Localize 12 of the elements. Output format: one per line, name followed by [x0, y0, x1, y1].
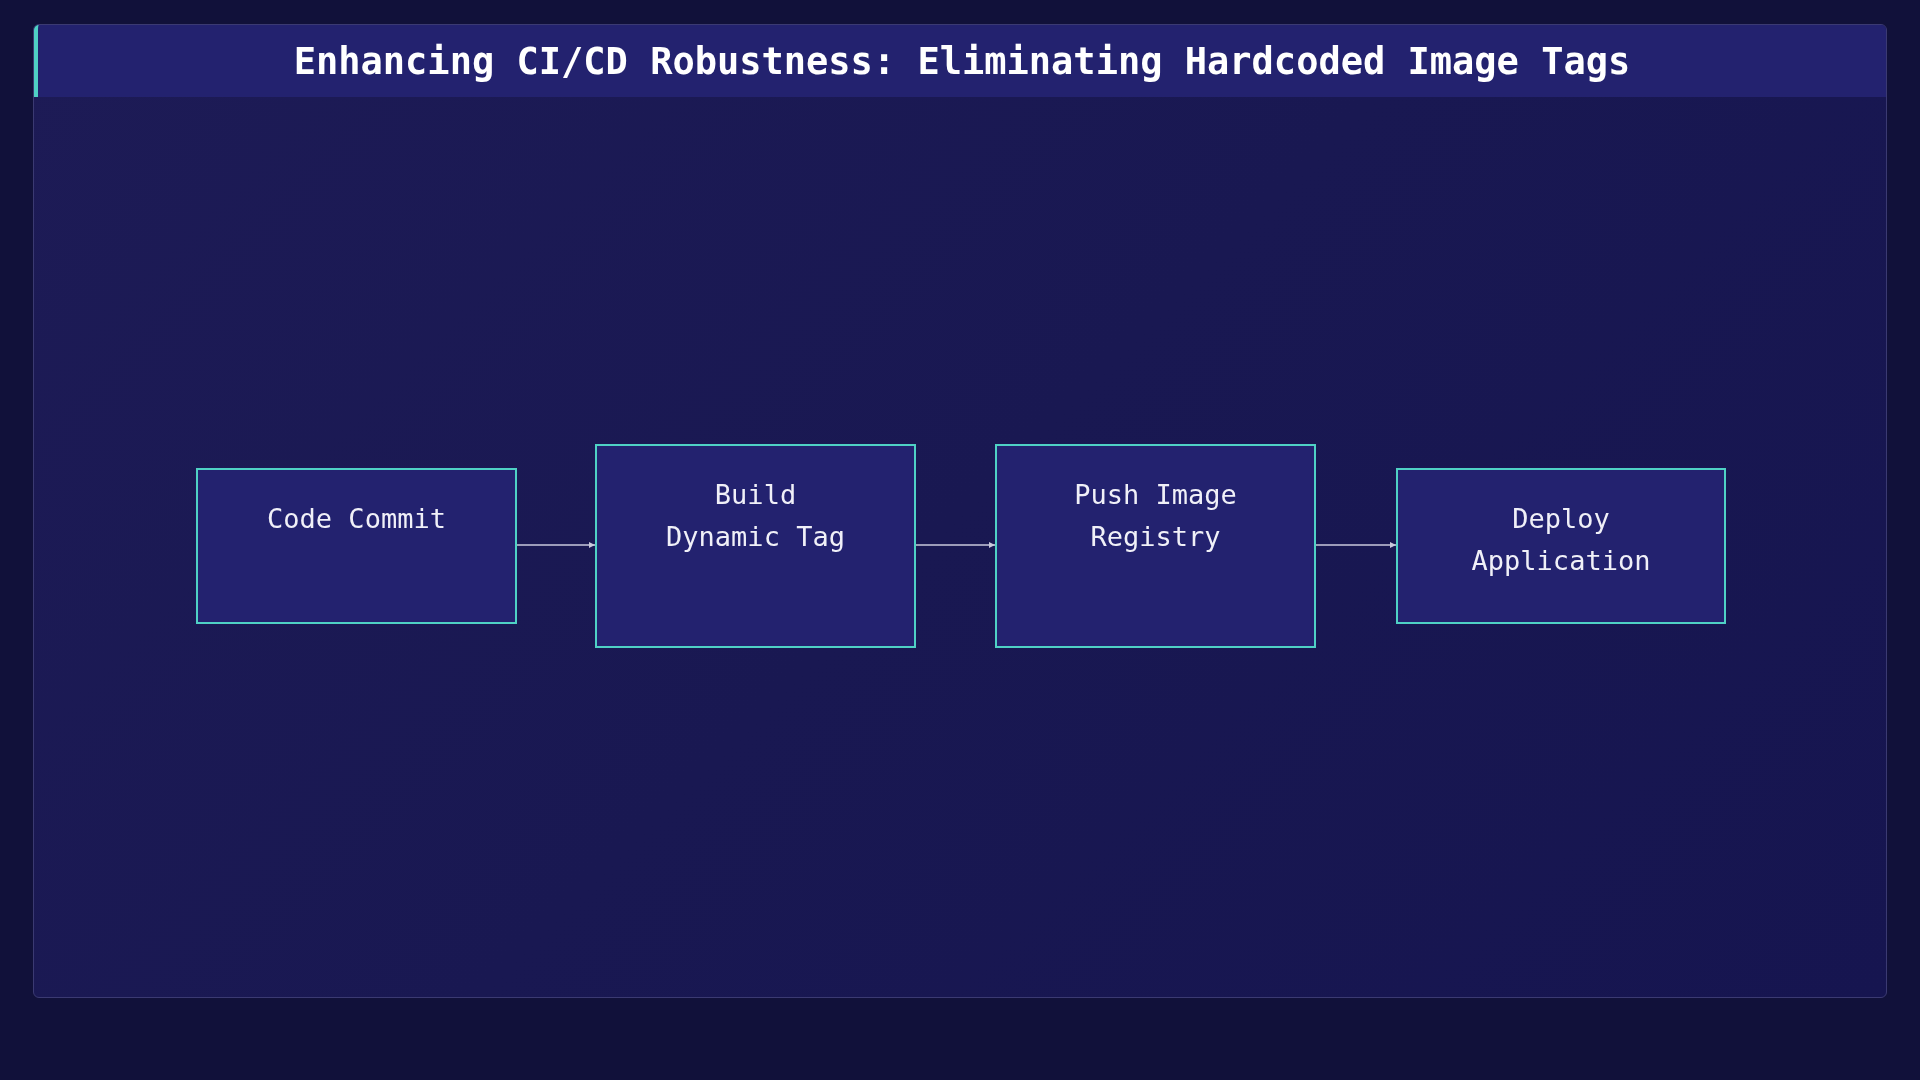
process-box: [196, 468, 517, 624]
step-label: Build Dynamic Tag: [665, 478, 846, 554]
arrow: [1315, 542, 1397, 548]
arrow: [915, 542, 996, 548]
step-label: Code Commit: [267, 502, 446, 536]
step-label: Push Image Registry: [1073, 478, 1238, 554]
process-box: [995, 444, 1316, 648]
diagram-title: Enhancing CI/CD Robustness: Eliminating Hardcoded Image Tags: [293, 39, 1631, 83]
process-box: [1396, 468, 1726, 624]
step-label: Deploy Application: [1470, 502, 1652, 578]
arrow: [516, 542, 596, 548]
process-box: [595, 444, 916, 648]
